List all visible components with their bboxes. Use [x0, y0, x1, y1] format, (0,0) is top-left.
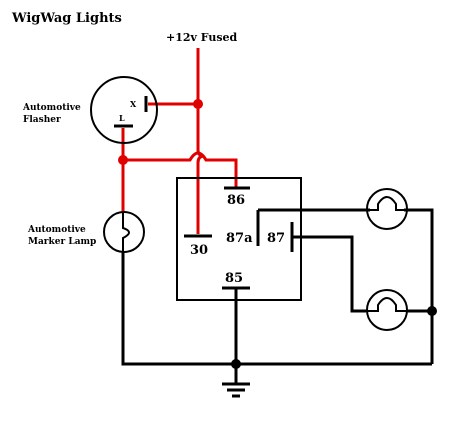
ground-bus-wire [121, 252, 432, 366]
relay-pin86-label: 86 [227, 193, 245, 208]
relay-pin85-label: 85 [225, 271, 243, 286]
relay: 86 30 87a 87 85 [176, 177, 302, 301]
power-wiring [121, 48, 238, 234]
relay-pin87a-label: 87a [226, 231, 253, 246]
lower-wigwag-lamp [366, 289, 408, 331]
upper-wigwag-lamp [366, 188, 408, 230]
marker-lamp-label-line2: Marker Lamp [28, 237, 96, 247]
ground-icon [222, 382, 250, 398]
upper-lamp-to-right-rail-wire [404, 208, 434, 364]
junction-to-pin86-wire [123, 151, 238, 188]
flasher-pin-x-label: X [130, 99, 137, 109]
automotive-flasher: X L [90, 76, 158, 144]
relay-pin30-label: 30 [190, 243, 208, 258]
supply-label: +12v Fused [166, 31, 238, 44]
flasher-junction-dot [118, 155, 128, 165]
relay-body [176, 177, 302, 301]
flasher-pin-l-label: L [119, 113, 125, 123]
right-rail-junction-dot [427, 306, 437, 316]
lower-lamp-filament [366, 297, 406, 312]
flasher-body [90, 76, 158, 144]
supply-junction-dot [193, 99, 203, 109]
marker-lamp [103, 211, 145, 253]
flasher-label-line1: Automotive [22, 103, 81, 113]
ground-junction-dot [231, 359, 241, 369]
marker-lamp-filament [122, 212, 130, 252]
pin87-to-lower-lamp-wire [292, 235, 366, 313]
flasher-label-line2: Flasher [23, 115, 61, 125]
upper-lamp-filament [368, 196, 406, 211]
diagram-title: WigWag Lights [11, 11, 122, 26]
marker-lamp-label-line1: Automotive [27, 225, 86, 235]
relay-pin87-label: 87 [267, 231, 285, 246]
upper-lamp-body [366, 188, 408, 230]
